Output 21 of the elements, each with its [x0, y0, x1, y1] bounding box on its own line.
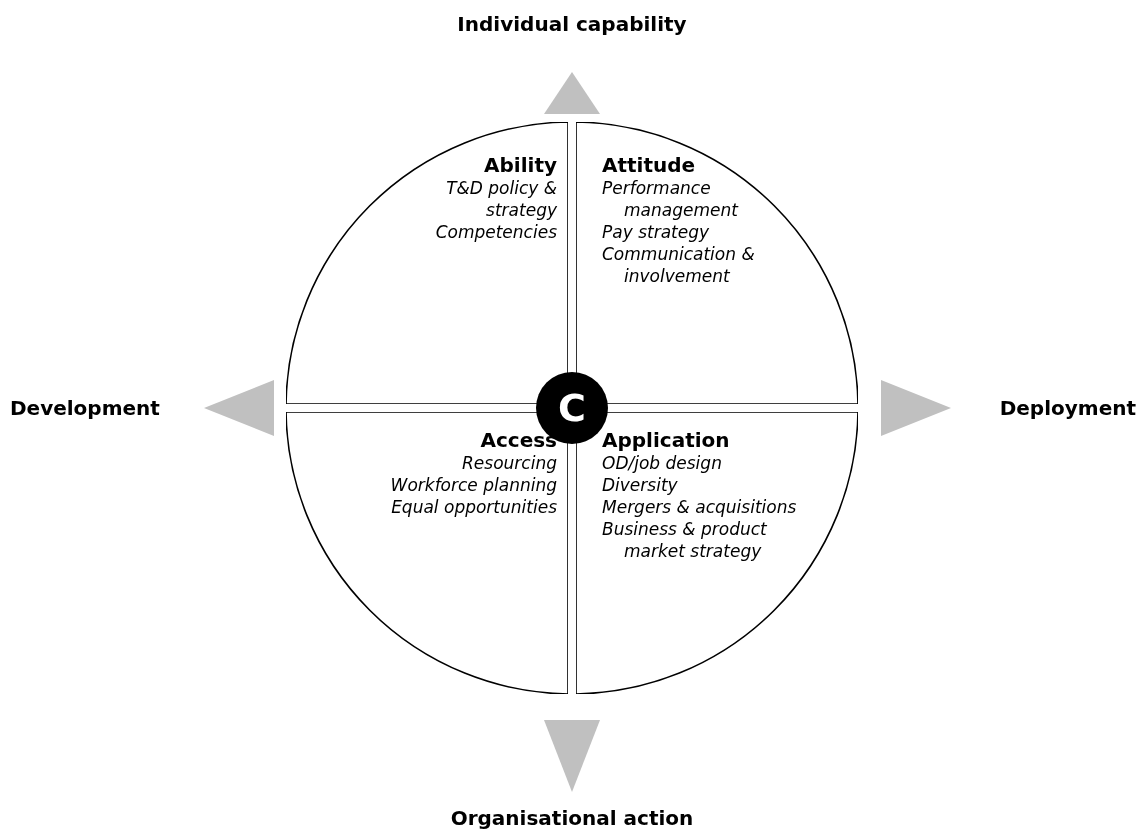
list-item: Mergers & acquisitions: [602, 496, 797, 518]
list-item: Diversity: [602, 474, 678, 496]
axis-label: Organisational action: [450, 806, 694, 830]
list-item: Competencies: [435, 221, 557, 243]
axis-label: Deployment: [999, 396, 1136, 420]
list-item: Business & product market strategy: [602, 518, 768, 562]
list-item: Resourcing: [462, 452, 557, 474]
list-item: OD/job design: [602, 452, 722, 474]
list-item: Performance management: [602, 177, 740, 221]
quadrant-heading: Ability: [484, 153, 557, 177]
list-item: Pay strategy: [602, 221, 710, 243]
quadrant-heading: Attitude: [602, 153, 696, 177]
center-letter: C: [558, 388, 586, 428]
list-item: Communication & involvement: [602, 243, 756, 287]
quadrant-heading: Application: [602, 428, 730, 452]
axis-label: Individual capability: [457, 12, 687, 36]
axis-label: Development: [10, 396, 160, 420]
list-item: Workforce planning: [390, 474, 557, 496]
quadrant-heading: Access: [480, 428, 557, 452]
list-item: T&D policy & strategy: [445, 177, 557, 221]
list-item: Equal opportunities: [391, 496, 557, 518]
